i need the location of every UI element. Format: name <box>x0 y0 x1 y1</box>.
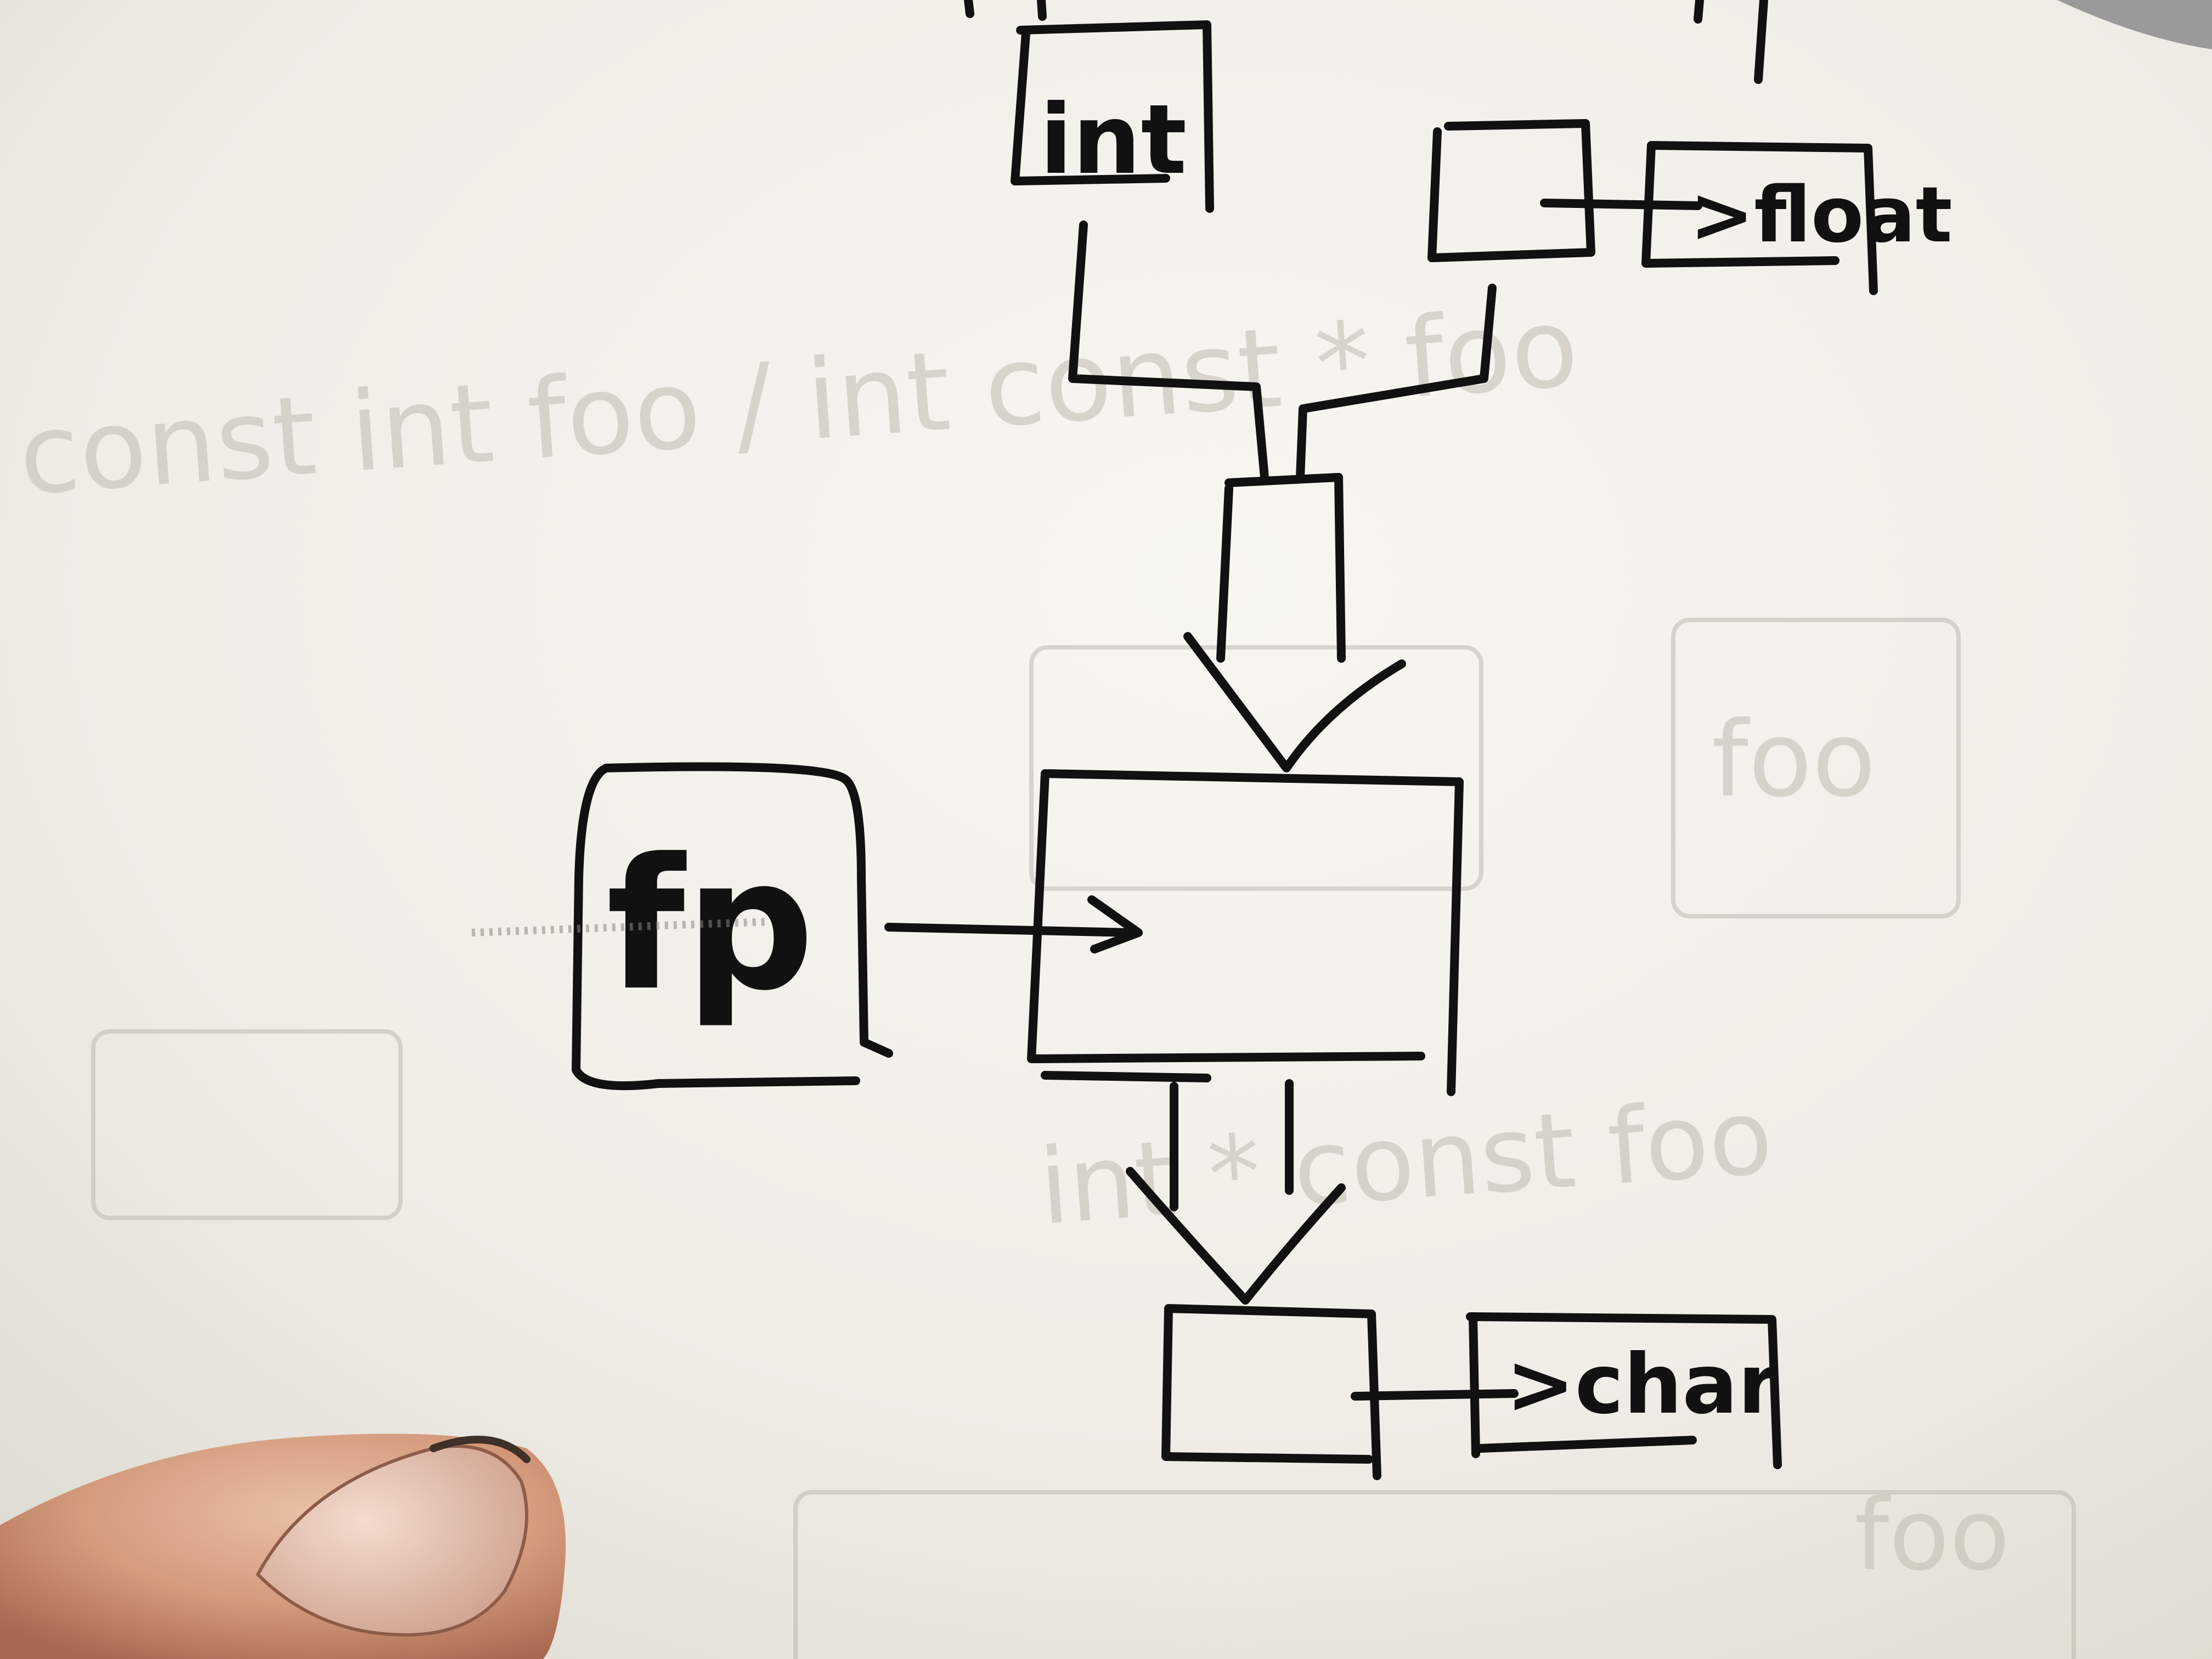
float-node: >float <box>1641 141 1953 295</box>
return-node <box>1161 1304 1381 1480</box>
int-connector <box>1068 221 1269 482</box>
ghost-box-2 <box>1671 618 1961 918</box>
fp-node: fp <box>471 762 893 1091</box>
return-box-outline <box>1161 1304 1381 1480</box>
function-node <box>1027 769 1464 1096</box>
param2-box-outline <box>1427 119 1595 262</box>
param2-node <box>1427 119 1595 262</box>
return-to-char-line <box>1351 1389 1519 1401</box>
ghost-box-1 <box>1029 645 1483 891</box>
ghost-foo-2: foo <box>1854 1478 2010 1593</box>
ghost-box-3 <box>91 1029 403 1220</box>
nail-edge <box>430 1436 531 1463</box>
function-box-outline <box>1027 769 1464 1096</box>
params-to-function-arrow <box>1183 473 1406 772</box>
char-node: >char <box>1466 1312 1782 1469</box>
float-label: >float <box>1690 171 1953 260</box>
float-box-outline <box>1641 141 1878 295</box>
function-to-return-arrow <box>1126 1079 1346 1305</box>
ghost-box-4 <box>793 1490 2076 1659</box>
offpage-strokes <box>964 0 1768 84</box>
thumbnail <box>256 1444 528 1637</box>
param2-connector <box>1296 284 1497 482</box>
char-box-outline <box>1466 1312 1782 1469</box>
background-corner <box>2057 0 2212 49</box>
fp-to-function-arrow <box>884 895 1143 953</box>
int-node: int <box>1011 20 1214 213</box>
param2-to-float-line <box>1540 199 1702 210</box>
pencil-smudge <box>471 918 769 936</box>
fp-box-outline <box>572 762 893 1091</box>
int-box-outline <box>1011 20 1214 213</box>
char-label: >char <box>1506 1337 1779 1432</box>
int-label: int <box>1040 84 1187 196</box>
thumb <box>0 1434 566 1659</box>
ghost-foo-1: foo <box>1712 699 1876 820</box>
